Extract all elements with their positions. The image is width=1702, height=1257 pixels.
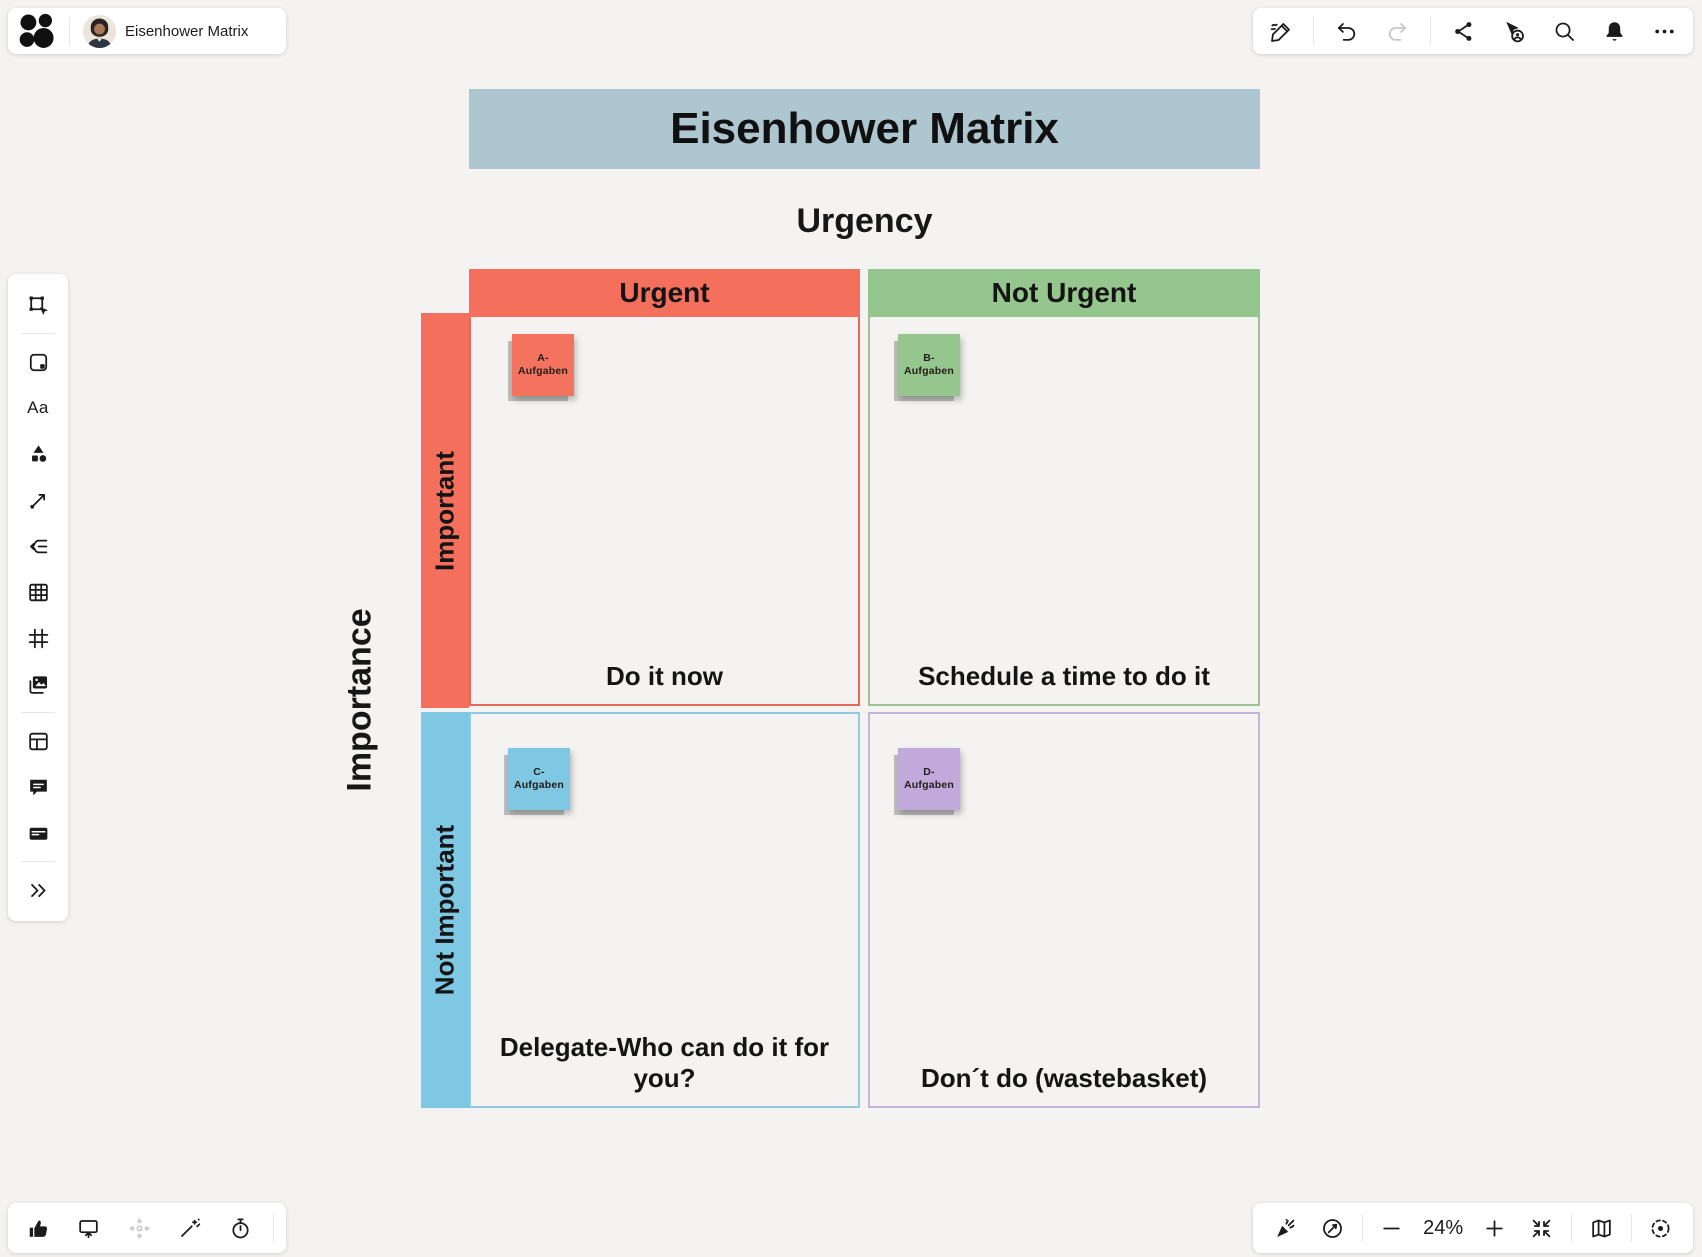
left-toolbar: Aa — [8, 274, 68, 921]
shapes-tool[interactable] — [16, 432, 60, 476]
zoom-level[interactable]: 24% — [1423, 1216, 1464, 1239]
column-header-not-urgent[interactable]: Not Urgent — [868, 269, 1260, 317]
zoom-out-button[interactable] — [1370, 1206, 1414, 1250]
user-avatar[interactable] — [83, 14, 116, 48]
search-button[interactable] — [1542, 9, 1586, 53]
axis-label-importance-text: Importance — [340, 608, 379, 792]
matrix-title[interactable]: Eisenhower Matrix — [469, 89, 1260, 169]
magic-wand-button[interactable] — [168, 1206, 212, 1250]
map-button[interactable] — [1579, 1206, 1623, 1250]
more-options-button[interactable] — [1643, 9, 1687, 53]
axis-label-importance[interactable]: Importance — [325, 565, 395, 835]
quadrant-action-label: Delegate-Who can do it for you? — [499, 1032, 830, 1093]
center-view-button[interactable] — [117, 1206, 161, 1250]
divider — [21, 333, 55, 334]
present-button[interactable] — [67, 1206, 111, 1250]
quadrant-noturgent-important[interactable]: Not Urgent Schedule a time to do it — [868, 269, 1260, 706]
quadrant-urgent-important[interactable]: Urgent Do it now — [469, 269, 860, 706]
axis-label-urgency[interactable]: Urgency — [796, 202, 933, 240]
quadrant-urgent-notimportant[interactable]: Delegate-Who can do it for you? — [469, 712, 860, 1108]
sticky-note-a-aufgaben[interactable]: A- Aufgaben — [512, 334, 574, 396]
row-band-not-important[interactable]: Not Important — [421, 712, 469, 1108]
board-header-card: Eisenhower Matrix — [8, 8, 286, 54]
navigator-button[interactable] — [1310, 1206, 1354, 1250]
quadrant-action-label: Don´t do (wastebasket) — [920, 1063, 1208, 1093]
app-logo[interactable] — [16, 11, 56, 51]
sticky-note-b-aufgaben[interactable]: B- Aufgaben — [898, 334, 960, 396]
divider — [1630, 1214, 1632, 1242]
text-tool[interactable]: Aa — [16, 386, 60, 430]
bottom-left-toolbar — [8, 1203, 286, 1253]
text-tool-glyph: Aa — [27, 398, 49, 417]
sticky-note-c-aufgaben[interactable]: C- Aufgaben — [508, 748, 570, 810]
mindmap-tool[interactable] — [16, 524, 60, 568]
celebrate-button[interactable] — [1263, 1206, 1307, 1250]
top-right-toolbar — [1253, 8, 1693, 54]
divider — [1571, 1214, 1573, 1242]
sticky-note-text: B- Aufgaben — [903, 352, 954, 377]
divider — [21, 861, 55, 862]
sticky-note-text: A- Aufgaben — [517, 352, 568, 377]
comment-tool[interactable] — [16, 765, 60, 809]
row-label-important: Important — [429, 450, 460, 571]
bottom-right-toolbar: 24% — [1253, 1203, 1693, 1253]
expand-toolbar-button[interactable] — [16, 868, 60, 912]
timer-button[interactable] — [218, 1206, 262, 1250]
divider — [69, 17, 70, 45]
layout-tool[interactable] — [16, 719, 60, 763]
divider — [21, 712, 55, 713]
reactions-button[interactable] — [16, 1206, 60, 1250]
card-tool[interactable] — [16, 811, 60, 855]
share-button[interactable] — [1441, 9, 1485, 53]
connector-tool[interactable] — [16, 478, 60, 522]
quadrant-action-label: Do it now — [606, 661, 723, 691]
sticky-note-d-aufgaben[interactable]: D- Aufgaben — [898, 748, 960, 810]
redo-button[interactable] — [1375, 9, 1419, 53]
divider — [1361, 1214, 1363, 1242]
divider — [1313, 17, 1315, 45]
board-title[interactable]: Eisenhower Matrix — [125, 22, 249, 40]
undo-button[interactable] — [1325, 9, 1369, 53]
quadrant-action-label: Schedule a time to do it — [918, 661, 1210, 691]
table-tool[interactable] — [16, 570, 60, 614]
divider — [1429, 17, 1431, 45]
column-header-urgent[interactable]: Urgent — [469, 269, 860, 317]
row-band-important[interactable]: Important — [421, 313, 469, 708]
zoom-to-fit-button[interactable] — [1520, 1206, 1564, 1250]
row-label-not-important: Not Important — [429, 824, 460, 996]
zoom-in-button[interactable] — [1472, 1206, 1516, 1250]
sticky-note-text: D- Aufgaben — [903, 766, 954, 791]
ai-pen-button[interactable] — [1259, 9, 1303, 53]
frame-tool[interactable] — [16, 616, 60, 660]
divider — [272, 1214, 274, 1242]
focus-mode-button[interactable] — [1639, 1206, 1683, 1250]
follow-cursor-button[interactable] — [1492, 9, 1536, 53]
notifications-button[interactable] — [1593, 9, 1637, 53]
select-tool[interactable] — [16, 283, 60, 327]
media-tool[interactable] — [16, 662, 60, 706]
quadrant-noturgent-notimportant[interactable]: Don´t do (wastebasket) — [868, 712, 1260, 1108]
sticky-note-text: C- Aufgaben — [513, 766, 564, 791]
sticky-note-tool[interactable] — [16, 340, 60, 384]
